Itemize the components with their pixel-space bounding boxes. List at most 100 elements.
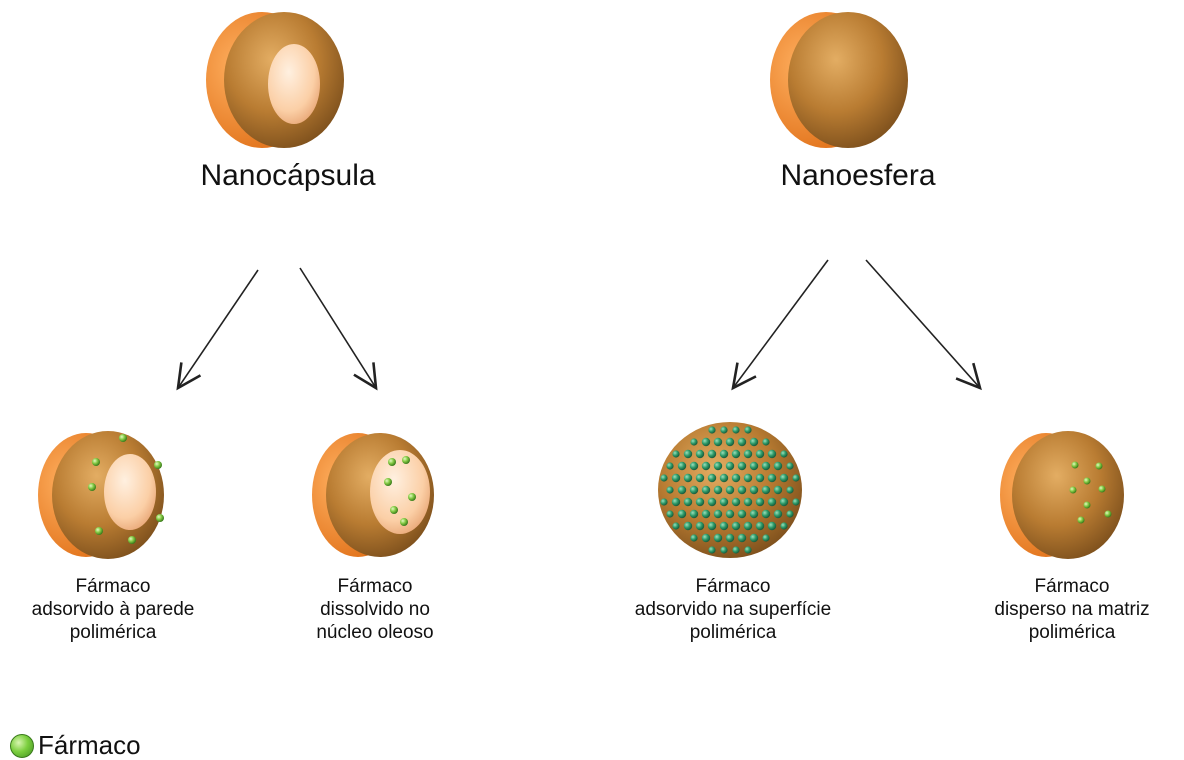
drug-particle — [774, 462, 782, 470]
drug-particle — [792, 474, 799, 481]
drug-particle — [708, 498, 716, 506]
drug-particle — [684, 522, 692, 530]
caption-line: dissolvido no — [280, 598, 470, 621]
drug-particle — [720, 498, 728, 506]
drug-particle — [678, 462, 686, 470]
nanosphere-icon — [770, 12, 908, 148]
drug-particle — [756, 522, 764, 530]
drug-particle — [690, 462, 698, 470]
drug-particle — [666, 486, 673, 493]
drug-particle — [750, 486, 758, 494]
drug-particle — [684, 498, 692, 506]
drug-particle — [726, 534, 734, 542]
drug-particle — [702, 510, 710, 518]
drug-particle — [678, 510, 686, 518]
drug-particle — [696, 498, 704, 506]
drug-particle — [762, 438, 769, 445]
drug-particle — [708, 522, 716, 530]
drug-particle — [756, 474, 764, 482]
caption-line: Fármaco — [964, 575, 1180, 598]
drug-particle — [714, 486, 722, 494]
drug-particle — [672, 450, 679, 457]
caption-line: Fármaco — [600, 575, 866, 598]
sphere-surface-drug-icon — [658, 422, 802, 558]
drug-particle — [780, 498, 788, 506]
drug-particle — [702, 462, 710, 470]
caption-line: polimérica — [964, 621, 1180, 644]
drug-particle — [750, 462, 758, 470]
drug-particle — [738, 486, 746, 494]
drug-particle — [708, 474, 716, 482]
drug-particle — [768, 450, 776, 458]
drug-particle — [720, 450, 728, 458]
legend-label: Fármaco — [38, 730, 141, 760]
capsule-wall-drug-icon — [38, 431, 164, 559]
green-drug-dot-icon — [10, 734, 34, 758]
drug-particle — [720, 426, 727, 433]
drug-particle — [744, 498, 752, 506]
drug-particle — [708, 450, 716, 458]
drug-particle — [762, 462, 770, 470]
drug-particle — [702, 438, 710, 446]
drug-particle — [738, 438, 746, 446]
caption-capsule-core: Fármaco dissolvido no núcleo oleoso — [280, 575, 470, 645]
drug-particle — [714, 438, 722, 446]
drug-particle — [690, 534, 697, 541]
drug-particle — [708, 426, 715, 433]
drug-particle — [708, 546, 715, 553]
drug-particle — [738, 462, 746, 470]
legend: Fármaco — [10, 730, 141, 760]
drug-particle — [702, 534, 710, 542]
sphere-matrix-drug-icon — [1000, 431, 1124, 559]
drug-particle — [756, 498, 764, 506]
drug-particle — [696, 522, 704, 530]
caption-line: núcleo oleoso — [280, 621, 470, 644]
drug-particle — [672, 498, 680, 506]
drug-particle — [744, 546, 751, 553]
drug-particle — [762, 510, 770, 518]
drug-particle — [690, 438, 697, 445]
drug-particle — [702, 486, 710, 494]
drug-particle — [744, 522, 752, 530]
drug-particle — [696, 474, 704, 482]
drug-particle — [780, 450, 787, 457]
drug-particle — [786, 510, 793, 517]
drug-particle — [714, 462, 722, 470]
arrow-capsule-wall — [178, 270, 258, 388]
drug-particle — [744, 450, 752, 458]
drug-particle — [672, 522, 679, 529]
caption-line: adsorvido à parede — [8, 598, 218, 621]
drug-particle — [726, 510, 734, 518]
drug-particle — [684, 450, 692, 458]
drug-particle — [768, 474, 776, 482]
arrow-capsule-core — [300, 268, 376, 388]
drug-particle — [786, 486, 793, 493]
drug-particle — [774, 486, 782, 494]
drug-particle — [690, 510, 698, 518]
drug-particle — [780, 474, 788, 482]
caption-line: disperso na matriz — [964, 598, 1180, 621]
drug-particle — [732, 522, 740, 530]
drug-particle — [726, 462, 734, 470]
drug-particle — [726, 486, 734, 494]
drug-particle — [732, 546, 739, 553]
drug-particle — [744, 426, 751, 433]
drug-particle — [750, 534, 758, 542]
title-nanosphere: Nanoesfera — [738, 158, 978, 195]
drug-particle — [774, 510, 782, 518]
drug-particle — [732, 498, 740, 506]
drug-particle — [678, 486, 686, 494]
drug-particle — [690, 486, 698, 494]
drug-particle — [714, 510, 722, 518]
nanocapsule-icon — [206, 12, 344, 148]
drug-particle — [660, 474, 667, 481]
drug-particle — [666, 510, 673, 517]
drug-particle — [750, 510, 758, 518]
caption-line: polimérica — [8, 621, 218, 644]
drug-particle — [738, 510, 746, 518]
drug-particle — [738, 534, 746, 542]
arrow-sphere-matrix — [866, 260, 980, 388]
caption-sphere-surface: Fármaco adsorvido na superfície poliméri… — [600, 575, 866, 645]
